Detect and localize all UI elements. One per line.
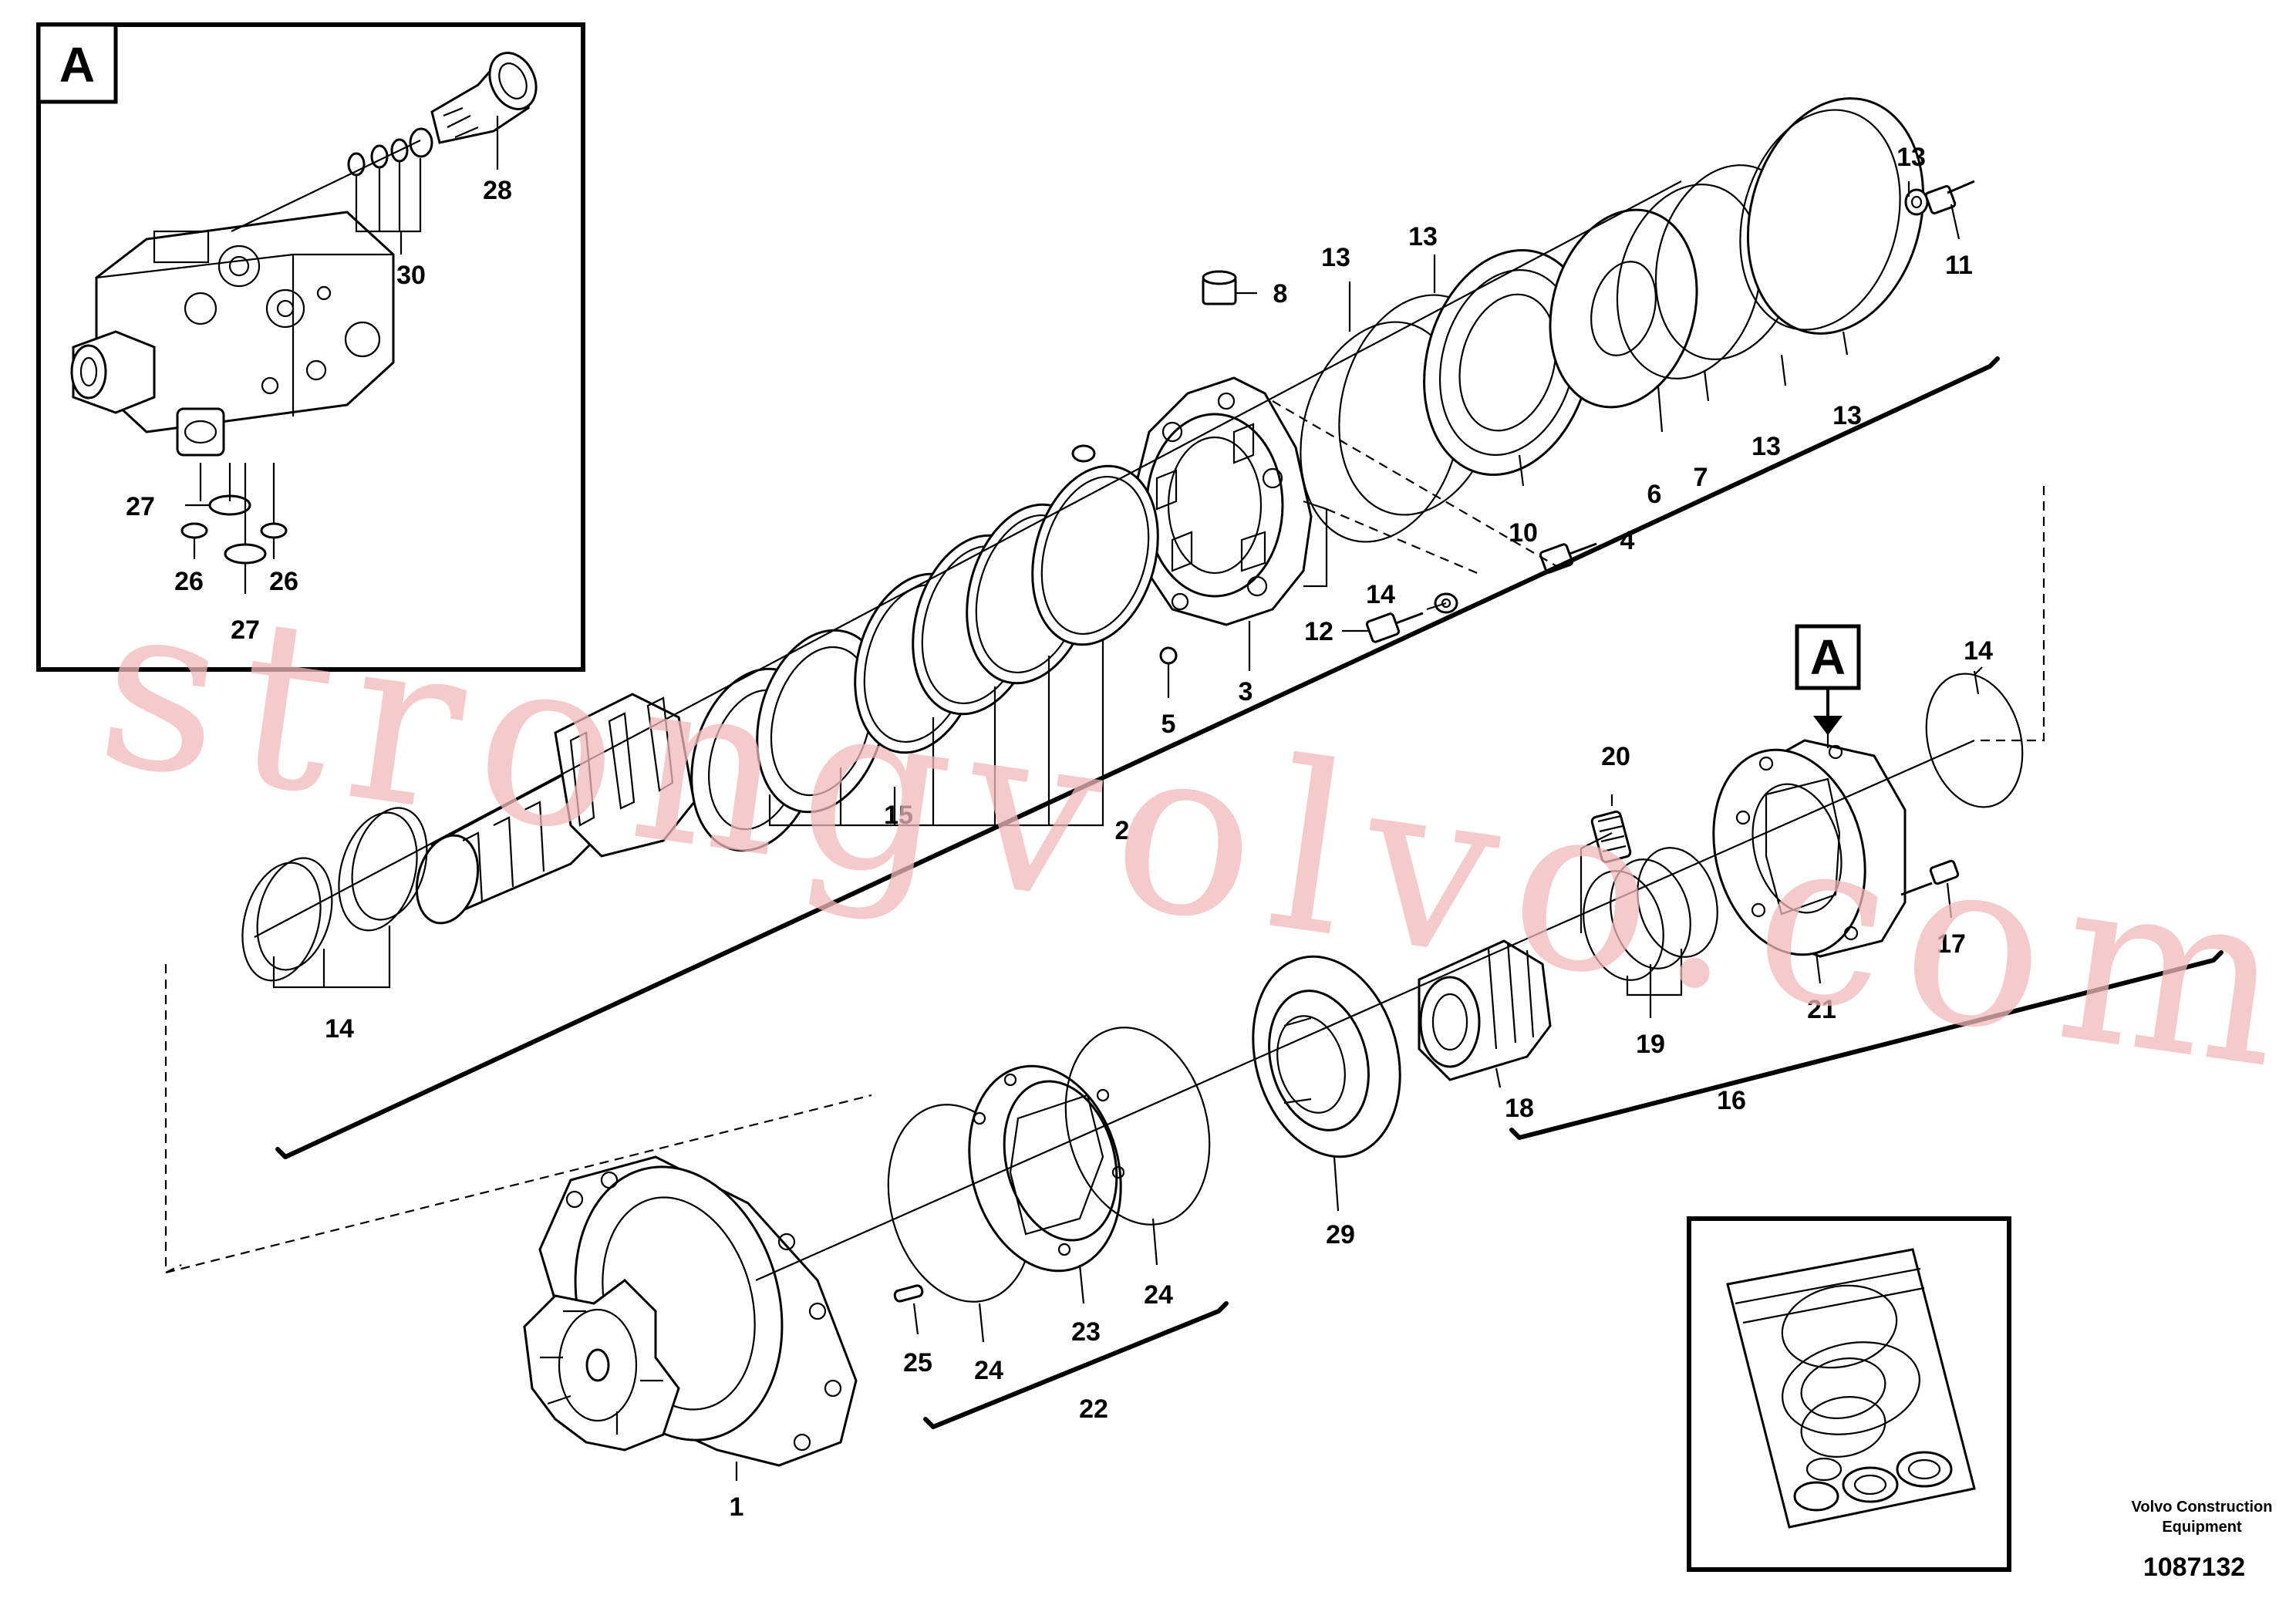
bearing-29 [1252, 955, 1401, 1158]
drawing-number: 1087132 [2143, 1553, 2245, 1582]
shaft-18 [1418, 939, 1552, 1081]
callout-27-upper: 27 [126, 492, 155, 521]
callout-25: 25 [903, 1348, 932, 1378]
callout-20: 20 [1601, 742, 1630, 771]
shims-and-housing-22 [887, 1027, 1211, 1303]
callout-14-mid: 14 [1366, 580, 1395, 609]
callout-24-left: 24 [974, 1356, 1003, 1385]
callout-30: 30 [396, 261, 426, 290]
callout-17: 17 [1937, 929, 1966, 959]
plug [1202, 270, 1237, 305]
cover-plate [1739, 97, 1925, 335]
brand-line-1: Volvo Construction [2132, 1499, 2273, 1516]
callout-13-e: 13 [1752, 432, 1781, 461]
footer: Volvo Construction Equipment 1087132 [2132, 1499, 2273, 1582]
upper-assembly: 8 13 13 13 11 13 13 7 6 10 4 14 12 3 5 1… [164, 97, 2045, 1274]
drive-shaft [415, 693, 696, 925]
callout-28: 28 [483, 176, 512, 205]
callout-4: 4 [1620, 526, 1635, 555]
screw-12 [1365, 612, 1424, 643]
callout-10: 10 [1509, 518, 1538, 548]
callout-8: 8 [1273, 279, 1288, 309]
screw-17 [1900, 859, 1960, 896]
callout-13-d: 13 [1832, 401, 1862, 430]
callout-27-lower: 27 [231, 615, 260, 645]
motor-housing-21 [1712, 739, 1907, 958]
callout-6: 6 [1647, 480, 1662, 509]
callout-1: 1 [730, 1492, 744, 1522]
callout-24-right: 24 [1144, 1280, 1173, 1310]
callout-3: 3 [1239, 677, 1253, 706]
ring-stack-15 [690, 464, 1159, 852]
callout-14-right: 14 [1964, 636, 1993, 666]
o-rings-19 [1583, 847, 1718, 981]
callout-16: 16 [1717, 1086, 1746, 1115]
o-ring-14-right [1925, 673, 2024, 808]
callout-13-b: 13 [1408, 222, 1438, 251]
callout-7: 7 [1694, 463, 1708, 492]
callout-21: 21 [1807, 995, 1836, 1024]
detail-a-marker-box [1795, 624, 1861, 690]
spring-disc-6 [1549, 208, 1698, 409]
ball [1159, 646, 1178, 665]
brake-housing [1132, 376, 1328, 626]
o-rings-14-left [241, 807, 428, 982]
pressure-sensor [430, 52, 538, 144]
detail-a-label: A [59, 37, 95, 93]
screw-11 [1924, 180, 1975, 215]
brand-line-2: Equipment [2162, 1519, 2242, 1536]
callout-13-c: 13 [1896, 143, 1926, 172]
detail-a-marker: A [1810, 629, 1846, 685]
callout-12: 12 [1304, 617, 1333, 646]
seal-kit-box [1687, 1216, 2011, 1572]
pin-25 [893, 1284, 924, 1303]
callout-26-left: 26 [174, 567, 204, 596]
callout-2: 2 [1115, 816, 1130, 845]
callout-5: 5 [1161, 710, 1176, 739]
callout-23: 23 [1071, 1317, 1101, 1347]
callout-26-right: 26 [269, 567, 298, 596]
callout-13-a: 13 [1321, 243, 1350, 272]
callout-11: 11 [1945, 251, 1973, 280]
callout-14-left: 14 [325, 1014, 354, 1044]
callout-22: 22 [1079, 1394, 1108, 1424]
output-flange [523, 1155, 858, 1467]
callout-15: 15 [884, 801, 913, 830]
callout-19: 19 [1636, 1030, 1665, 1059]
callout-18: 18 [1505, 1094, 1534, 1123]
valve-block [70, 211, 395, 457]
lower-assembly: A 1 25 24 23 24 22 29 18 20 19 16 [523, 624, 2224, 1522]
callout-29: 29 [1326, 1220, 1355, 1249]
watermark: strongvolvo.com [86, 548, 2296, 1120]
detail-a-panel: A [36, 22, 585, 672]
